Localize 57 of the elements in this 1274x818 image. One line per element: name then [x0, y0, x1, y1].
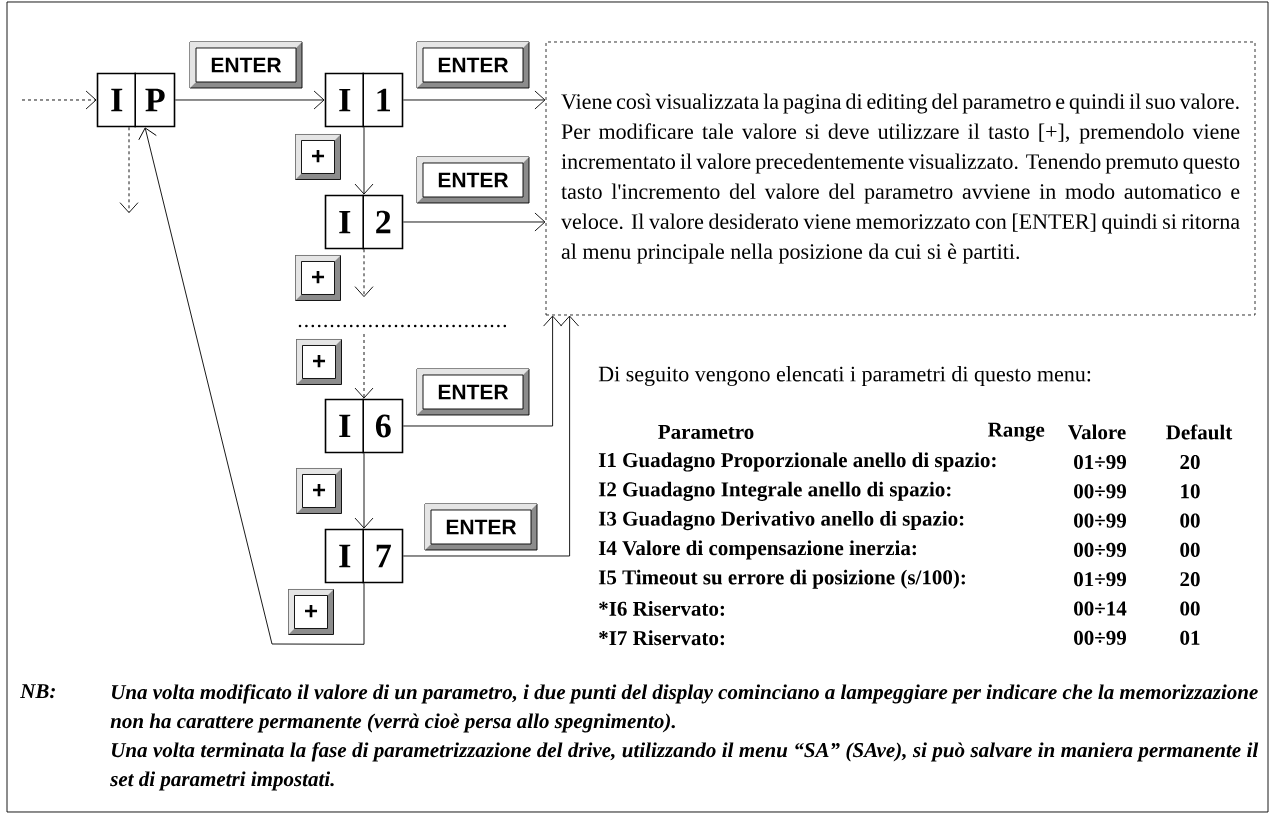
arrow: [354, 248, 374, 298]
arrow: [138, 127, 365, 645]
arrow: [119, 126, 139, 214]
column-header: Default: [1166, 424, 1233, 440]
table-cell: I2 Guadagno Integrale anello di spazio:: [598, 481, 951, 501]
arrow: [402, 315, 580, 557]
table-cell: 20: [1180, 572, 1200, 587]
column-header: Valore: [1068, 424, 1126, 440]
table-cell: 00: [1180, 542, 1200, 557]
key-button: ENTER: [416, 368, 530, 416]
intro-text: Di seguito vengono elencati i parametri di questo menu:: [598, 366, 1091, 386]
table-cell: 01÷99: [1074, 572, 1126, 587]
table-cell: 00: [1180, 513, 1200, 528]
arrow: [21, 90, 97, 110]
table-cell: 00÷99: [1074, 542, 1126, 557]
key-button: ENTER: [416, 41, 530, 89]
table-cell: *I6 Riservato:: [599, 601, 725, 616]
table-cell: 20: [1180, 454, 1200, 470]
key-button: +: [295, 134, 341, 180]
key-button: ENTER: [424, 503, 538, 551]
key-button: ENTER: [189, 41, 303, 89]
note-label: NB:: [20, 684, 55, 699]
table-cell: 01÷99: [1074, 454, 1126, 470]
display-box: I 6: [324, 397, 404, 455]
table-cell: 00÷99: [1074, 513, 1126, 528]
key-button: +: [288, 589, 334, 635]
key-button: +: [296, 339, 342, 385]
note-text: Una volta modificato il valore di un parametro, i due punti del display cominciano a lampeggiare per indicare che la memorizzazione non ha carattere permanente (verrà cioè persa allo spegnimento).: [110, 684, 1258, 733]
display-box: I 1: [324, 71, 404, 129]
arrow: [354, 452, 374, 529]
key-button: ENTER: [416, 156, 530, 204]
table-cell: 00: [1180, 601, 1200, 616]
table-cell: I1 Guadagno Proporzionale anello di spazio:: [598, 452, 996, 472]
table-cell: 01: [1180, 630, 1200, 645]
note-text: Una volta terminata la fase di parametrizzazione del drive, utilizzando il menu “SA” (SAve), si può salvare in maniera permanente il set di parametri impostati.: [110, 742, 1259, 791]
table-cell: 10: [1181, 484, 1200, 499]
table-cell: I4 Valore di compensazione inerzia:: [598, 540, 916, 560]
arrow: [402, 315, 563, 427]
table-cell: 00÷14: [1074, 601, 1127, 616]
table-cell: 00÷99: [1074, 630, 1126, 645]
arrow: [354, 333, 374, 399]
table-cell: I5 Timeout su errore di posizione (s/100):: [598, 569, 965, 589]
arrow: [402, 212, 546, 232]
display-box: I 7: [324, 527, 404, 585]
table-cell: *I7 Riservato:: [599, 630, 725, 646]
table-cell: 00÷99: [1074, 484, 1126, 499]
display-box: I 2: [324, 193, 404, 251]
key-button: +: [296, 468, 342, 514]
note-box: Viene così visualizzata la pagina di editing del parametro e quindi il suo valore. Per modificare tale valore si deve utilizzare il tasto [+], premendolo viene incrementato il valore precedentemente visualizzato. Tenendo premuto questo tasto l'incremento del valore del parametro avviene in modo automatico e veloce. Il valore desiderato viene memorizzato con [ENTER] quindi si ritorna al menu principale nella posizione da cui si è partiti.: [545, 41, 1256, 316]
column-header: Parametro: [658, 425, 754, 439]
display-box: I P: [96, 71, 176, 129]
key-button: +: [295, 255, 341, 301]
arrow: [354, 126, 374, 195]
column-header: Range: [988, 422, 1045, 442]
arrow: [402, 90, 546, 110]
arrow: [174, 90, 325, 110]
table-cell: I3 Guadagno Derivativo anello di spazio:: [598, 511, 964, 531]
